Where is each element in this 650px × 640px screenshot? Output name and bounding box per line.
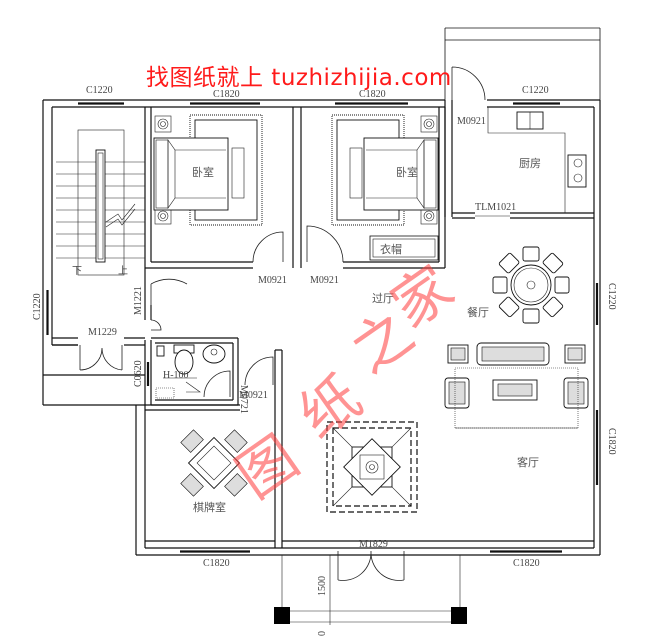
label-window-right-dining: C1220	[606, 283, 617, 310]
door-kitchen[interactable]	[451, 66, 486, 101]
label-door-kitchen: M0921	[457, 116, 486, 127]
door-stair-side[interactable]	[150, 278, 188, 320]
label-door-bath: M0721	[238, 385, 249, 414]
watermark: 图 纸 之 家	[224, 252, 466, 511]
label-door-bed-left: M0921	[258, 275, 287, 286]
label-window-stair-left: C1220	[32, 293, 43, 320]
kitchen: 厨房	[451, 66, 587, 217]
bedroom-right-label: 卧室	[396, 165, 418, 179]
interior-walls	[52, 100, 594, 548]
label-window-kitchen: C1220	[522, 85, 549, 96]
label-window-bed-left: C1820	[213, 89, 240, 100]
ceiling-pattern	[326, 421, 418, 513]
label-bath-fixture: H-100	[163, 370, 189, 381]
kitchen-label: 厨房	[519, 157, 541, 170]
wardrobe-label: 衣帽	[380, 242, 402, 256]
label-window-right-living: C1820	[606, 428, 617, 455]
door-stair-side-leaf	[150, 319, 162, 331]
front-entrance	[274, 550, 467, 625]
label-window-bath: C0620	[133, 360, 144, 387]
dining-label: 餐厅	[467, 305, 489, 319]
label-window-front-left: C1820	[203, 558, 230, 569]
mahjong-label: 棋牌室	[193, 500, 226, 514]
opening-labels: C1220 C1820 C1820 C1220 M0921 TLM1021 M0…	[32, 85, 617, 636]
bathroom	[155, 344, 231, 399]
label-door-bed-right: M0921	[310, 275, 339, 286]
wardrobe	[369, 235, 439, 261]
sofa-set	[444, 342, 589, 429]
label-door-kitchen-slide: TLM1021	[475, 202, 516, 213]
exterior-walls	[42, 27, 601, 556]
dining-table	[492, 246, 570, 324]
hall-label: 过厅	[372, 292, 394, 305]
windows	[46, 102, 599, 553]
door-bed-left[interactable]	[252, 231, 284, 263]
mahjong-table	[180, 429, 248, 497]
door-front[interactable]	[337, 550, 405, 581]
label-door-stair-side: M1221	[133, 286, 144, 315]
porch-column-left	[274, 607, 290, 624]
door-bath[interactable]	[203, 370, 231, 398]
door-bed-right[interactable]	[306, 225, 344, 263]
label-window-bed-right: C1820	[359, 89, 386, 100]
label-door-front: M1829	[359, 539, 388, 550]
site-banner: 找图纸就上 tuzhizhijia.com	[146, 65, 452, 91]
stair-up-label: 上	[118, 265, 128, 277]
watermark-char-2: 纸	[287, 362, 374, 451]
bedroom-right: 卧室 衣帽	[306, 114, 439, 263]
label-window-front-right: C1820	[513, 558, 540, 569]
porch-column-right	[451, 607, 467, 624]
door-stair-back[interactable]	[79, 345, 123, 371]
label-door-stair-back: M1229	[88, 327, 117, 338]
label-window-stair-top: C1220	[86, 85, 113, 96]
label-dim-porch: 1500	[317, 576, 328, 596]
bedroom-left: 卧室	[153, 114, 284, 263]
stair-down-label: 下	[72, 266, 82, 277]
label-dim-zero: 0	[317, 631, 328, 636]
door-mahjong[interactable]	[244, 356, 274, 386]
bedroom-left-label: 卧室	[192, 165, 214, 179]
staircase: 下 上	[51, 129, 145, 277]
stove	[567, 154, 587, 188]
label-door-mahjong: M0921	[239, 390, 268, 401]
living-label: 客厅	[517, 455, 539, 469]
